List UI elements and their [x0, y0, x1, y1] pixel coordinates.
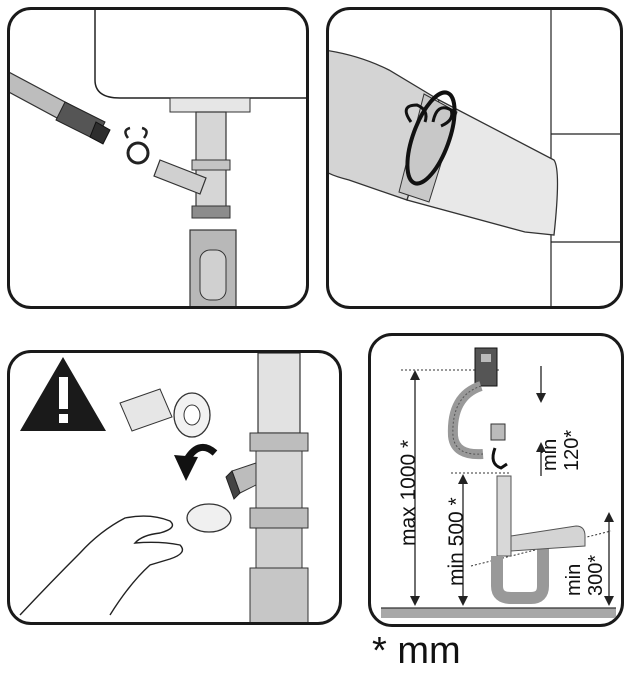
exclamation-triangle-icon [20, 357, 106, 431]
min-300-label-line1: min [563, 563, 585, 596]
min-height-label: min 500 * [445, 497, 468, 586]
units-note: * mm [372, 630, 461, 672]
min-300-label-line2: 300* [585, 554, 607, 596]
drain-height-diagram [381, 347, 616, 618]
hose-attach-illustration [10, 10, 306, 306]
max-height-label: max 1000 * [397, 439, 420, 546]
step-2-panel [326, 7, 623, 309]
hose-clamped-illustration [329, 10, 620, 306]
step-3-panel [7, 350, 342, 625]
step-4-panel: max 1000 * min 500 * min 120* min 300* [368, 333, 624, 627]
remove-cap-illustration [19, 353, 309, 622]
min-120-label-line2: 120* [561, 429, 583, 471]
step-1-panel [7, 7, 309, 309]
min-120-label-line1: min [539, 438, 561, 471]
